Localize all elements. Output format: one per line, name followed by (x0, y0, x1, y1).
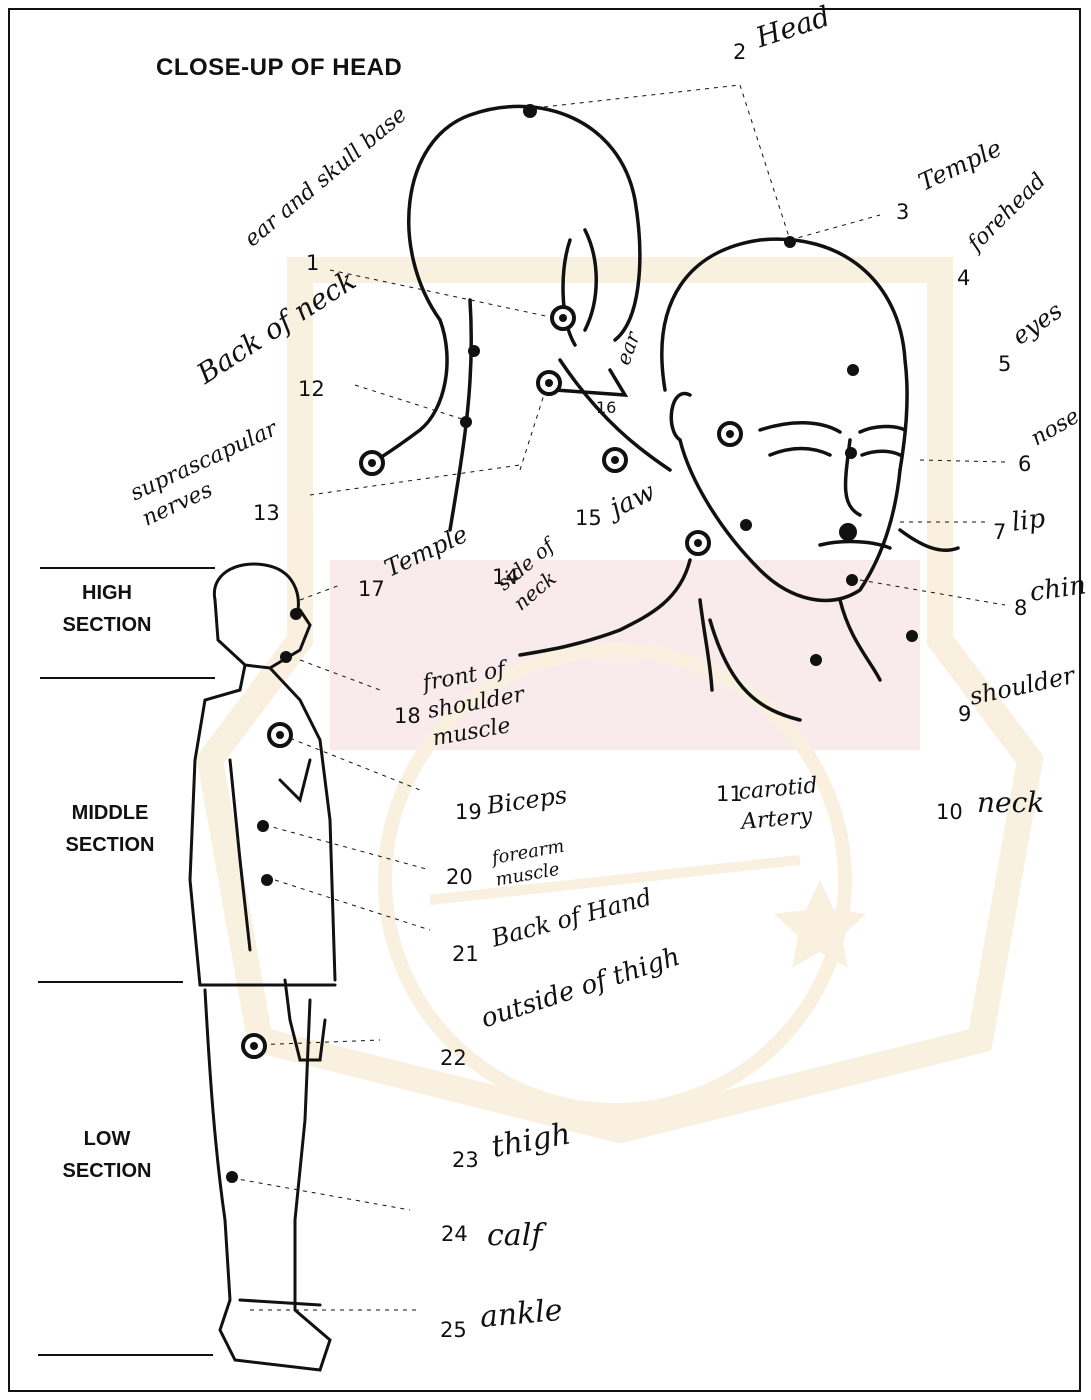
target-label-25: ankle (478, 1293, 563, 1335)
target-number-16: 16 (596, 398, 616, 417)
target-number-6: 6 (1018, 452, 1031, 476)
target-number-13: 13 (253, 501, 280, 525)
target-number-15: 15 (575, 506, 602, 530)
target-number-19: 19 (455, 800, 482, 824)
target-label-10: neck (977, 786, 1044, 819)
target-number-22: 22 (440, 1046, 467, 1070)
target-number-8: 8 (1014, 596, 1027, 620)
target-number-20: 20 (446, 865, 473, 889)
leader-lines (232, 85, 1005, 1310)
target-number-25: 25 (440, 1318, 467, 1342)
target-number-12: 12 (298, 377, 325, 401)
target-number-9: 9 (958, 702, 971, 726)
target-number-17: 17 (358, 577, 385, 601)
target-label-24: calf (487, 1218, 542, 1253)
target-number-4: 4 (957, 266, 970, 290)
target-number-1: 1 (306, 251, 319, 275)
target-number-5: 5 (998, 352, 1011, 376)
target-number-2: 2 (733, 40, 746, 64)
standing-soldier-drawing (190, 564, 335, 1370)
target-number-23: 23 (452, 1148, 479, 1172)
target-number-10: 10 (936, 800, 963, 824)
target-number-7: 7 (993, 520, 1006, 544)
target-label-7: lip (1010, 504, 1047, 538)
target-number-21: 21 (452, 942, 479, 966)
target-number-3: 3 (896, 200, 909, 224)
front-face-drawing (520, 239, 958, 720)
target-number-18: 18 (394, 704, 421, 728)
target-label-11: carotid Artery (737, 769, 842, 837)
target-number-24: 24 (441, 1222, 468, 1246)
